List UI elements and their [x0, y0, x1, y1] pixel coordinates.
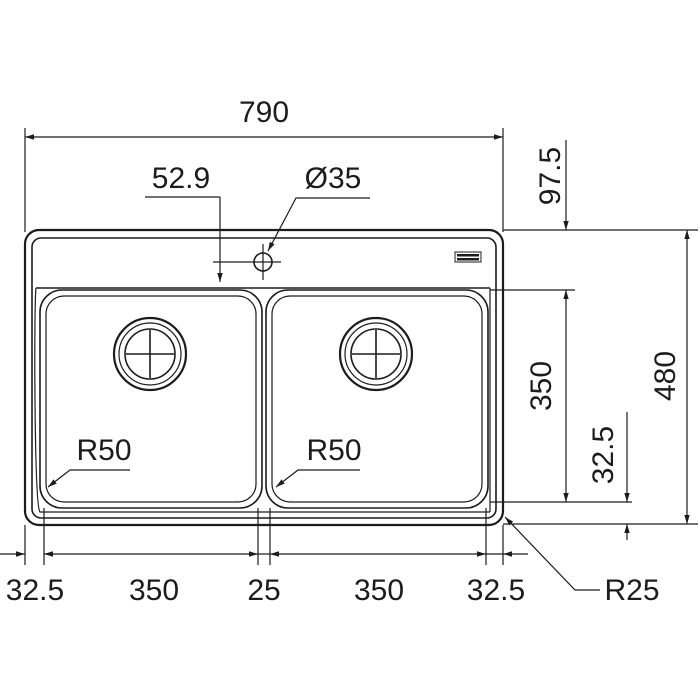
dimension-divider: 25 — [247, 553, 281, 607]
dimension-left-bowl-radius: R50 — [47, 434, 132, 488]
right-bowl-radius-label: R50 — [306, 434, 361, 467]
left-drain — [112, 316, 188, 392]
dimension-overall-depth: 480 — [649, 230, 690, 524]
dimension-outer-radius: R25 — [504, 516, 660, 607]
right-drain — [338, 316, 414, 392]
vertical-extension-lines — [490, 229, 698, 525]
dimension-left-margin: 32.5 — [0, 551, 64, 607]
left-bowl — [39, 289, 263, 509]
top-margin-label: 97.5 — [534, 147, 567, 205]
tap-hole-label: Ø35 — [305, 162, 362, 195]
overall-depth-label: 480 — [649, 351, 682, 401]
dimension-left-bowl-width: 350 — [44, 551, 258, 607]
dimension-right-bowl-width: 350 — [270, 551, 486, 607]
sink-outline — [23, 228, 505, 527]
tap-hole — [245, 244, 281, 280]
dimension-tap-offset: 52.9 — [145, 162, 245, 282]
brand-badge — [454, 251, 482, 263]
horizontal-extension-lines — [24, 508, 504, 565]
dimension-right-margin: 32.5 — [467, 551, 528, 607]
right-bowl — [265, 289, 489, 509]
left-bowl-radius-label: R50 — [76, 434, 131, 467]
dimension-overall-width: 790 — [24, 96, 504, 232]
right-margin-label: 32.5 — [467, 574, 525, 607]
divider-label: 25 — [247, 574, 280, 607]
left-margin-label: 32.5 — [6, 574, 64, 607]
dimension-tap-hole: Ø35 — [267, 162, 370, 252]
dimension-bottom-margin: 32.5 — [587, 412, 630, 540]
outer-radius-label: R25 — [604, 574, 659, 607]
overall-width-label: 790 — [239, 96, 289, 129]
tap-offset-label: 52.9 — [152, 162, 210, 195]
right-bowl-width-label: 350 — [354, 574, 404, 607]
left-bowl-width-label: 350 — [129, 574, 179, 607]
bottom-margin-label: 32.5 — [587, 426, 620, 484]
dimension-top-margin: 97.5 — [534, 140, 569, 230]
dimension-right-bowl-radius: R50 — [275, 434, 362, 488]
dimension-bowl-depth: 350 — [525, 290, 569, 502]
bowl-depth-label: 350 — [525, 361, 558, 411]
